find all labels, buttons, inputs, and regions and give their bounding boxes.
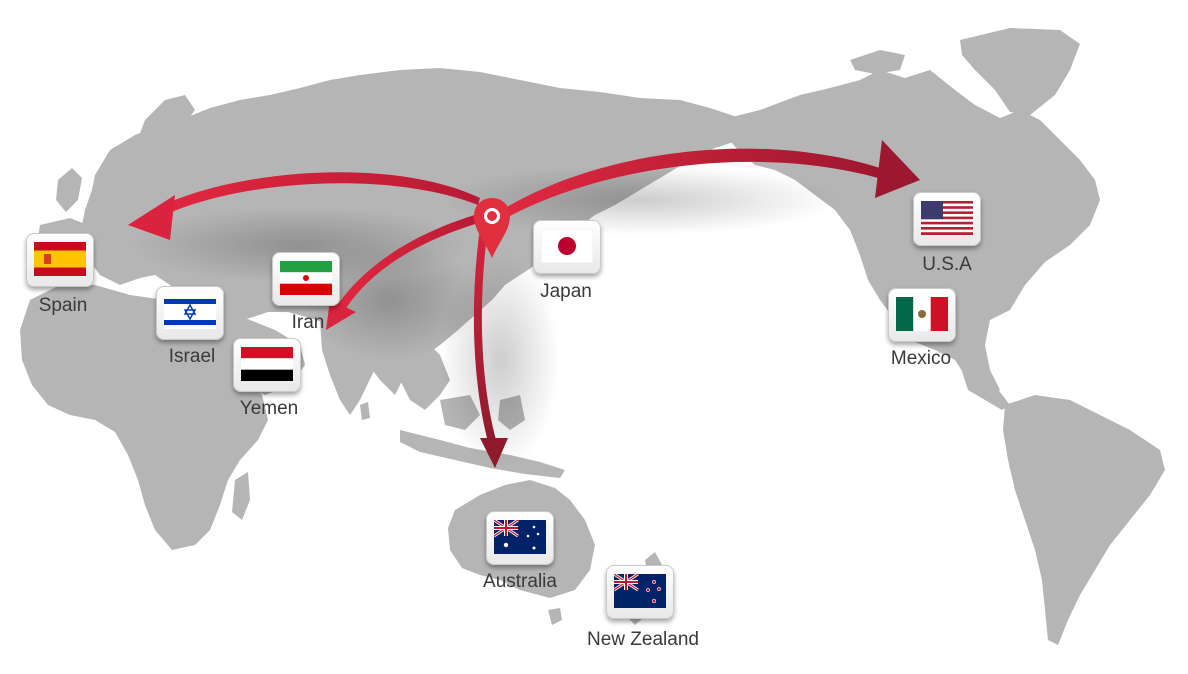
arrow-to-spain: [163, 172, 480, 215]
scandinavia-shape: [130, 95, 195, 175]
north-america-shape: [720, 70, 1100, 395]
label-usa: U.S.A: [922, 254, 972, 275]
arrowhead-australia: [480, 438, 508, 468]
label-israel: Israel: [168, 346, 216, 367]
spain-flag-icon: [34, 242, 86, 276]
new-zealand-flag-icon: [614, 574, 666, 608]
label-australia: Australia: [483, 571, 557, 592]
usa-flag-icon: [921, 201, 973, 235]
usa-flag-card[interactable]: [913, 192, 981, 246]
label-new-zealand: New Zealand: [587, 629, 699, 650]
location-pin-icon: [474, 198, 510, 258]
madagascar-shape: [232, 472, 250, 520]
mexico-flag-card[interactable]: [888, 288, 956, 342]
arrowhead-iran: [326, 300, 356, 330]
africa-shape: [20, 285, 268, 550]
label-iran: Iran: [291, 312, 325, 333]
israel-flag-card[interactable]: [156, 286, 224, 340]
central-america-shape: [960, 365, 1010, 410]
iran-flag-card[interactable]: [272, 252, 340, 306]
arrow-to-australia: [473, 228, 496, 442]
arrow-shadows: [130, 165, 840, 470]
label-japan: Japan: [540, 281, 592, 302]
label-spain: Spain: [38, 295, 88, 316]
arrow-to-iran: [338, 214, 482, 310]
australia-flag-icon: [494, 520, 546, 554]
arrow-to-usa: [502, 148, 880, 218]
yemen-flag-icon: [241, 347, 293, 381]
arrowhead-spain: [128, 195, 175, 240]
label-mexico: Mexico: [890, 348, 952, 369]
yemen-flag-card[interactable]: [233, 338, 301, 392]
route-arrows: [128, 140, 920, 468]
iran-flag-icon: [280, 261, 332, 295]
new-zealand-flag-card[interactable]: [606, 565, 674, 619]
spain-flag-card[interactable]: [26, 233, 94, 287]
japan-flag-card[interactable]: [533, 220, 601, 274]
british-isles-shape: [56, 168, 82, 212]
arrowhead-usa: [875, 140, 920, 198]
south-america-shape: [1003, 395, 1165, 645]
japan-flag-icon: [541, 229, 593, 263]
israel-flag-icon: [164, 295, 216, 329]
mexico-flag-icon: [896, 297, 948, 331]
tasmania-shape: [548, 608, 562, 625]
australia-flag-card[interactable]: [486, 511, 554, 565]
arctic-islands-shape: [850, 50, 905, 74]
label-yemen: Yemen: [239, 398, 299, 419]
